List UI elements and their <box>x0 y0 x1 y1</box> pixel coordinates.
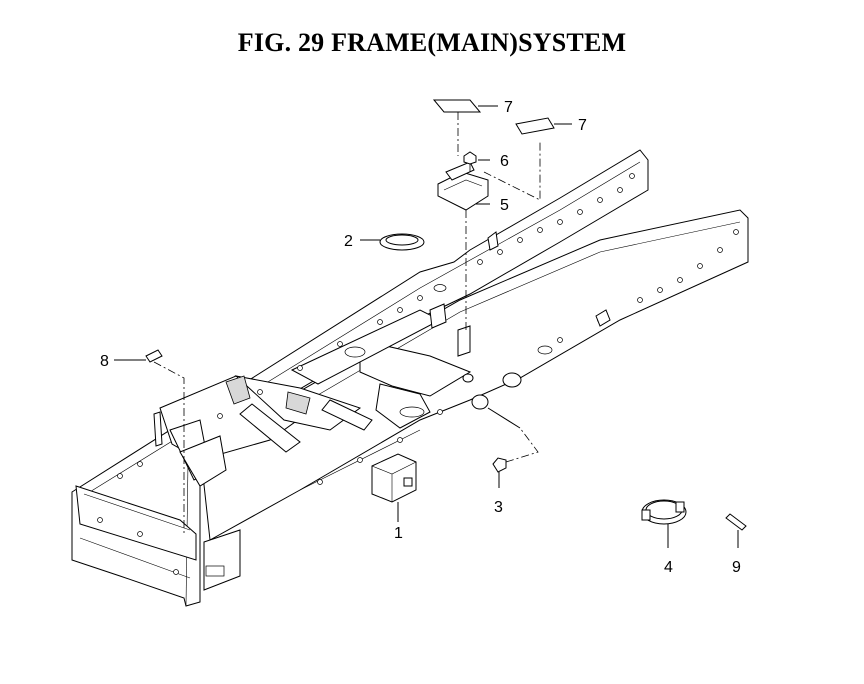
part-2-grommet <box>360 233 425 251</box>
callout-7-lower: 7 <box>578 117 587 134</box>
part-5-bracket <box>437 161 490 330</box>
part-4-clamp <box>641 499 687 548</box>
callout-9: 9 <box>732 559 741 576</box>
frame-holes <box>97 173 739 575</box>
rear-bushings <box>429 231 611 429</box>
callout-6: 6 <box>500 153 509 170</box>
cross-members <box>159 309 472 487</box>
part-6-bolt <box>463 140 541 201</box>
part-3-bolt <box>492 427 539 488</box>
callout-7-upper: 7 <box>504 99 513 116</box>
callout-2: 2 <box>344 233 353 250</box>
callout-8: 8 <box>100 353 109 370</box>
callout-4: 4 <box>664 559 673 576</box>
callout-1: 1 <box>394 525 403 542</box>
part-8-pin <box>114 349 185 536</box>
figure-title: FIG. 29 FRAME(MAIN)SYSTEM <box>237 28 627 57</box>
part-1-block <box>371 453 417 522</box>
callout-3: 3 <box>494 499 503 516</box>
part-9-pin <box>725 513 747 548</box>
part-7-pads <box>432 99 572 156</box>
callout-5: 5 <box>500 197 509 214</box>
front-cross-member <box>75 485 241 591</box>
